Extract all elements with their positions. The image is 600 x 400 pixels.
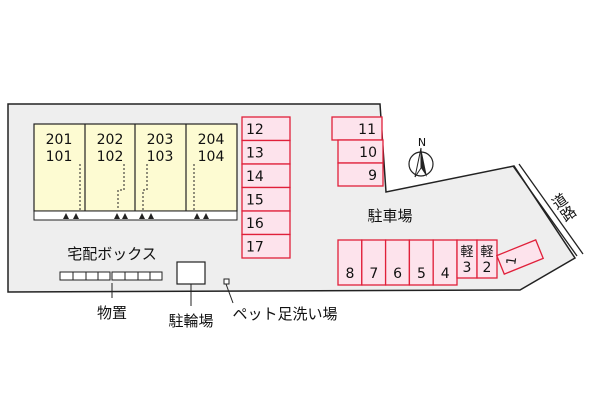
road-label-1: 道路 (547, 190, 579, 225)
road-line-1 (512, 165, 578, 257)
parking-space-6-label: 6 (393, 266, 402, 282)
unit-104-label: 104 (198, 149, 225, 165)
unit-202-label: 202 (97, 132, 124, 148)
parking-space-10: 10 (337, 139, 384, 164)
parking-space-4: 4 (432, 239, 458, 286)
parking-space-12-label: 12 (246, 122, 264, 138)
parking-column-left: 12 13 14 15 16 17 (241, 116, 291, 259)
parking-space-8: 8 (337, 239, 363, 286)
parking-space-13: 13 (241, 139, 291, 165)
storage-units (59, 271, 163, 281)
parking-space-4-label: 4 (441, 266, 450, 282)
parking-space-5-label: 5 (417, 266, 426, 282)
parking-space-1-label: 1 (504, 256, 520, 266)
delivery-box-label: 宅配ボックス (67, 245, 157, 263)
parking-space-8-label: 8 (346, 266, 355, 282)
parking-space-17: 17 (241, 233, 291, 259)
parking-space-7-label: 7 (369, 266, 378, 282)
apartment-building: 201 101 202 102 203 103 204 104 (33, 123, 238, 221)
storage-label: 物置 (97, 304, 127, 322)
parking-space-5: 5 (408, 239, 434, 286)
parking-space-2-kei-label: 軽 (480, 245, 493, 260)
parking-space-17-label: 17 (246, 240, 264, 256)
pet-wash-leader (225, 283, 234, 304)
unit-103-label: 103 (147, 149, 174, 165)
parking-lot-label: 駐車場 (367, 207, 412, 225)
parking-space-10-label: 10 (359, 145, 377, 161)
parking-space-16: 16 (241, 210, 291, 236)
pet-wash-station (223, 278, 230, 285)
parking-space-12: 12 (241, 116, 291, 142)
unit-204-label: 204 (198, 132, 225, 148)
parking-space-3: 軽3 (456, 239, 478, 279)
pet-wash-label: ペット足洗い場 (232, 305, 337, 323)
parking-space-3-kei-label: 軽 (460, 245, 473, 260)
unit-102-label: 102 (97, 149, 124, 165)
parking-space-3-label: 3 (463, 260, 472, 276)
north-arrow-icon: N (408, 136, 434, 178)
parking-space-14-label: 14 (246, 169, 264, 185)
unit-201-label: 201 (46, 132, 73, 148)
parking-space-9: 9 (337, 162, 384, 187)
unit-101-label: 101 (46, 149, 73, 165)
parking-space-7: 7 (361, 239, 387, 286)
parking-space-11: 11 (331, 116, 383, 141)
parking-space-2: 軽2 (476, 239, 498, 279)
parking-space-1: 1 (495, 239, 545, 275)
parking-space-14: 14 (241, 163, 291, 189)
parking-space-15-label: 15 (246, 193, 264, 209)
parking-space-13-label: 13 (246, 146, 264, 162)
road-line-2 (518, 163, 584, 255)
north-label: N (418, 136, 426, 149)
parking-space-2-label: 2 (483, 260, 492, 276)
unit-203-label: 203 (147, 132, 174, 148)
bicycle-parking-label: 駐輪場 (168, 312, 213, 330)
parking-space-16-label: 16 (246, 216, 264, 232)
parking-column-top-right: 11 10 9 (331, 116, 384, 187)
parking-space-9-label: 9 (368, 168, 377, 184)
bicycle-parking (176, 261, 206, 285)
parking-space-11-label: 11 (358, 122, 376, 138)
parking-space-15: 15 (241, 186, 291, 212)
parking-space-6: 6 (384, 239, 411, 286)
